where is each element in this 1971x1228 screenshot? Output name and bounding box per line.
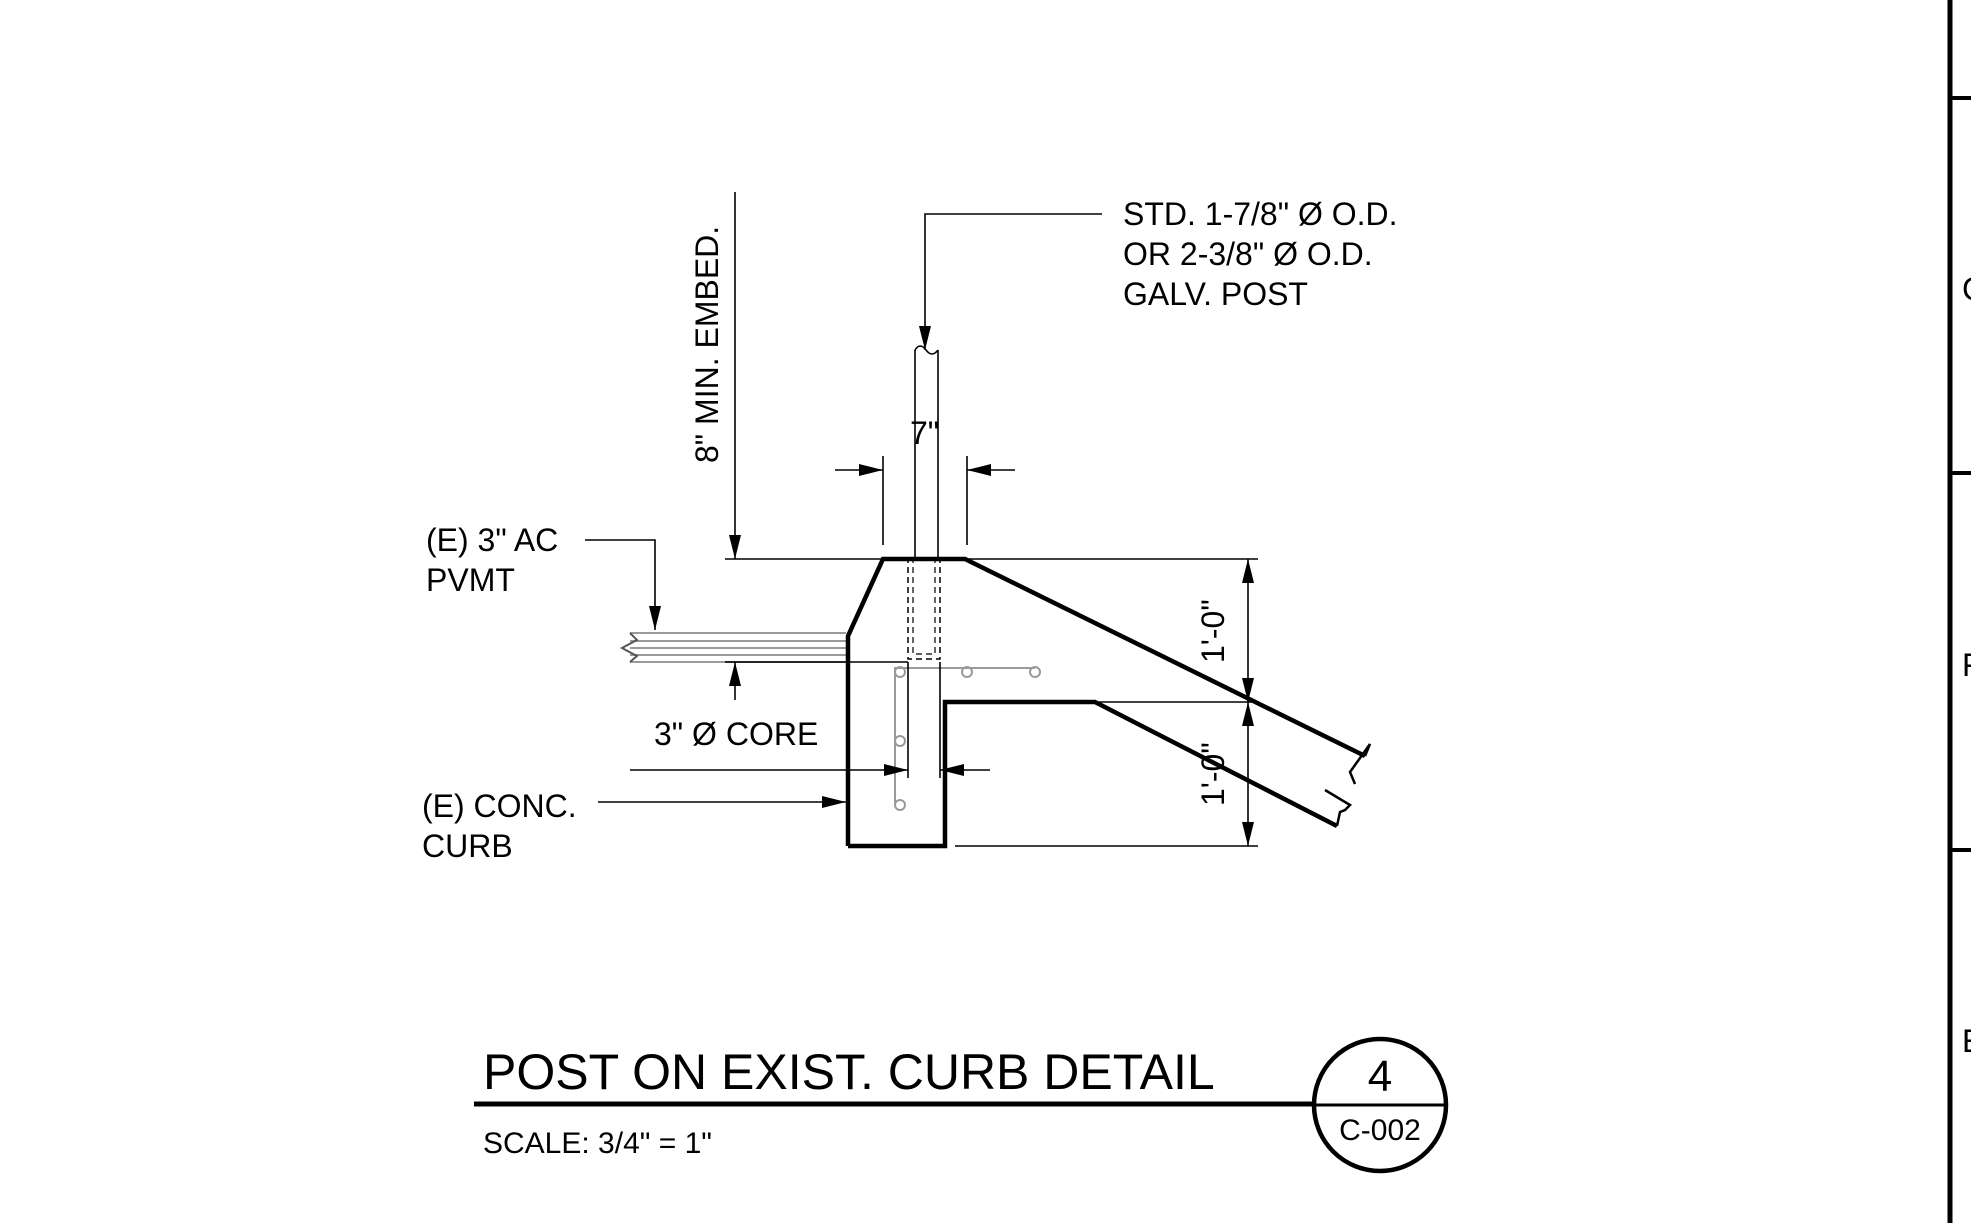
sheet-border: C F E <box>1947 0 1971 1223</box>
pavement-label-line1: (E) 3" AC <box>426 522 558 558</box>
border-letter-e: E <box>1962 1023 1971 1059</box>
dim-lower-label: 1'-0" <box>1195 742 1231 806</box>
dim-upper-label: 1'-0" <box>1195 599 1231 663</box>
detail-title-block: POST ON EXIST. CURB DETAIL SCALE: 3/4" =… <box>474 1036 1449 1174</box>
post-callout-line1: STD. 1-7/8" Ø O.D. <box>1123 196 1398 232</box>
detail-scale: SCALE: 3/4" = 1" <box>483 1127 712 1160</box>
dimension-lines <box>585 192 1258 847</box>
post-callout-line2: OR 2-3/8" Ø O.D. <box>1123 236 1373 272</box>
pavement-label-line2: PVMT <box>426 562 515 598</box>
embed-label: 8" MIN. EMBED. <box>689 226 725 463</box>
rebar-reinforcement <box>894 666 1041 811</box>
core-label: 3" Ø CORE <box>654 716 818 752</box>
galv-post <box>907 345 941 660</box>
curb-label-line1: (E) CONC. <box>422 788 577 824</box>
detail-title: POST ON EXIST. CURB DETAIL <box>483 1044 1215 1100</box>
border-letter-c: C <box>1962 271 1971 307</box>
curb-label-line2: CURB <box>422 828 513 864</box>
detail-number: 4 <box>1368 1052 1392 1101</box>
width-label: 7" <box>910 415 939 451</box>
border-letter-f: F <box>1962 647 1971 683</box>
callout-labels: STD. 1-7/8" Ø O.D. OR 2-3/8" Ø O.D. GALV… <box>422 196 1398 864</box>
post-callout-line3: GALV. POST <box>1123 276 1308 312</box>
pavement-section <box>619 632 846 663</box>
detail-sheet-ref: C-002 <box>1339 1114 1421 1147</box>
